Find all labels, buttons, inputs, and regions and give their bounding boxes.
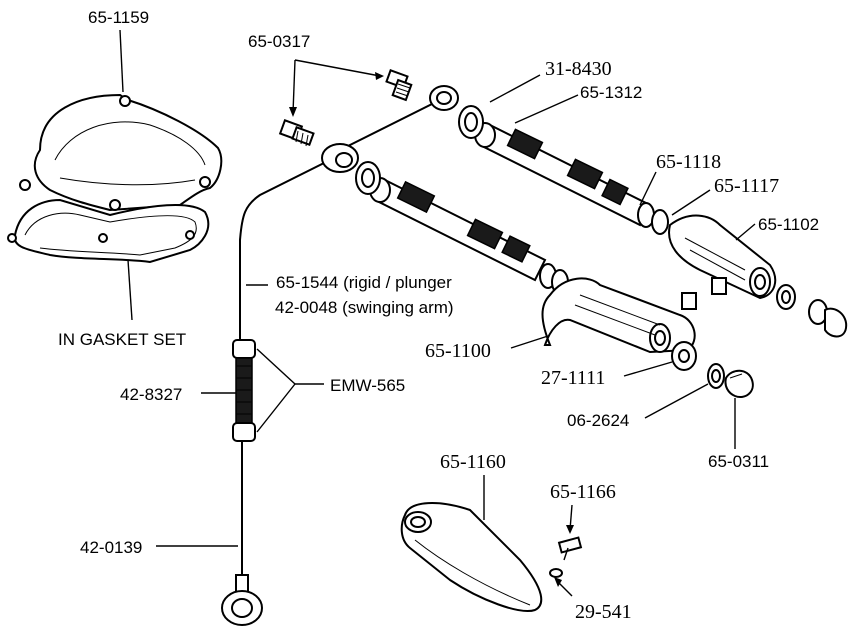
oil-hose-42-8327: [232, 339, 256, 442]
label-65-1544: 65-1544 (rigid / plunger: [276, 273, 452, 292]
washer-29-541: [549, 568, 563, 578]
rocker-arm-65-1100: [541, 277, 697, 354]
label-65-1118: 65-1118: [656, 151, 721, 173]
cap-nut-65-0311: [724, 369, 754, 398]
label-65-0311: 65-0311: [708, 452, 769, 471]
banjo-bolt-65-0317-a: [385, 69, 413, 102]
shim-65-1118-upper: [637, 202, 669, 235]
label-27-1111: 27-1111: [541, 367, 605, 389]
label-65-0317: 65-0317: [248, 32, 310, 51]
label-65-1117: 65-1117: [714, 175, 779, 197]
label-65-1166: 65-1166: [550, 481, 616, 503]
lower-oil-pipe-42-0139: [221, 441, 263, 626]
label-emw-565: EMW-565: [330, 376, 405, 395]
washer-06-2624: [707, 363, 725, 389]
label-65-1312: 65-1312: [580, 83, 642, 102]
screw-65-1166: [557, 536, 583, 561]
rocker-cover-65-1159: [19, 93, 223, 212]
label-42-0048: 42-0048 (swinging arm): [275, 298, 454, 317]
label-31-8430: 31-8430: [545, 58, 612, 80]
washer-65-1102-side: [776, 284, 796, 310]
label-42-8327: 42-8327: [120, 385, 182, 404]
banjo-bolt-65-0317-b: [278, 119, 315, 147]
rocker-arm-65-1102: [668, 214, 777, 300]
oil-feed-pipe-65-1544: [239, 85, 459, 345]
oil-shield-65-1160: [400, 502, 543, 612]
nut-upper: [808, 299, 848, 338]
rocker-gasket: [7, 198, 210, 264]
leader-lines: [119, 29, 756, 597]
rocker-shaft-65-1312-lower: [355, 161, 547, 282]
label-65-1160: 65-1160: [440, 451, 506, 473]
label-06-2624: 06-2624: [567, 411, 629, 430]
washer-27-1111: [671, 341, 697, 371]
label-29-541: 29-541: [575, 601, 632, 623]
label-65-1100: 65-1100: [425, 340, 491, 362]
label-in-gasket-set: IN GASKET SET: [58, 330, 186, 349]
arrowheads: [289, 72, 574, 587]
label-42-0139: 42-0139: [80, 538, 142, 557]
rocker-shaft-65-1312-upper: [458, 105, 652, 227]
label-65-1102: 65-1102: [758, 215, 819, 234]
label-65-1159: 65-1159: [88, 8, 149, 27]
